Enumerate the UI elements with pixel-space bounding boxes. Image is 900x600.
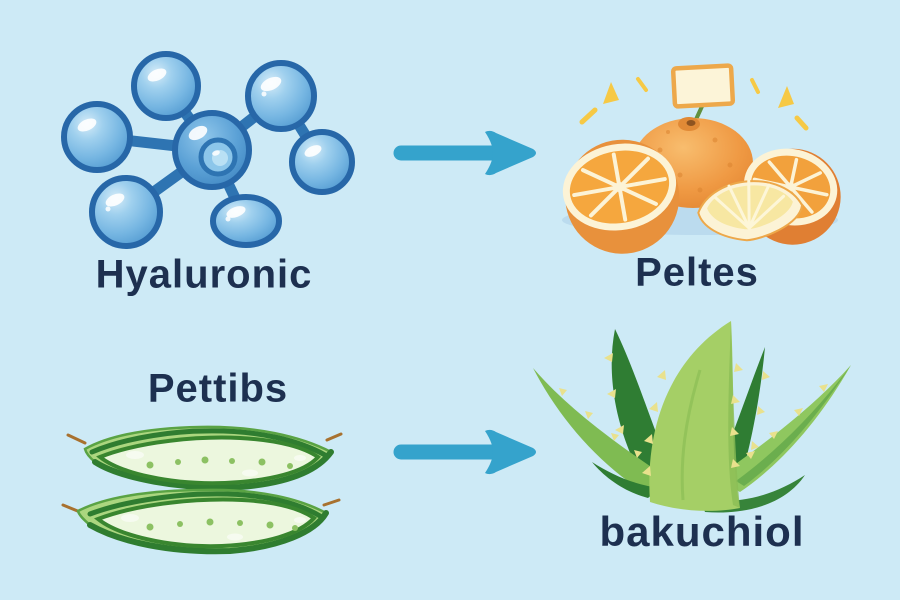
aloe-leaf	[533, 368, 668, 495]
molecule-atom	[289, 129, 355, 195]
aloe-slices-icon	[61, 425, 343, 555]
molecule-atom	[245, 60, 317, 132]
orange-flag	[670, 63, 736, 109]
aloe-plant-icon	[533, 321, 851, 513]
molecule-atom	[131, 51, 201, 121]
molecule-atom	[210, 194, 282, 248]
slice-top	[66, 425, 343, 491]
molecule-atom	[89, 175, 163, 249]
aloe-leaf	[716, 365, 851, 492]
label-bottom-left: Pettibs	[147, 366, 289, 411]
arrow-right-icon	[393, 130, 536, 176]
slice-bottom	[61, 488, 341, 555]
molecule-icon	[61, 51, 355, 249]
molecule-atom	[61, 101, 133, 173]
sparkles	[579, 77, 809, 131]
label-top-right: Peltes	[635, 250, 759, 295]
molecule-center-atom	[172, 110, 252, 190]
arrow-right-icon	[393, 429, 536, 475]
orange-half-left	[562, 139, 680, 254]
label-bottom-right: bakuchiol	[599, 508, 805, 555]
orange-wedge	[697, 179, 804, 242]
aloe-leaf	[592, 462, 660, 498]
oranges-icon	[562, 63, 841, 254]
aloe-leaf	[649, 321, 740, 511]
label-top-left: Hyaluronic	[95, 252, 313, 297]
